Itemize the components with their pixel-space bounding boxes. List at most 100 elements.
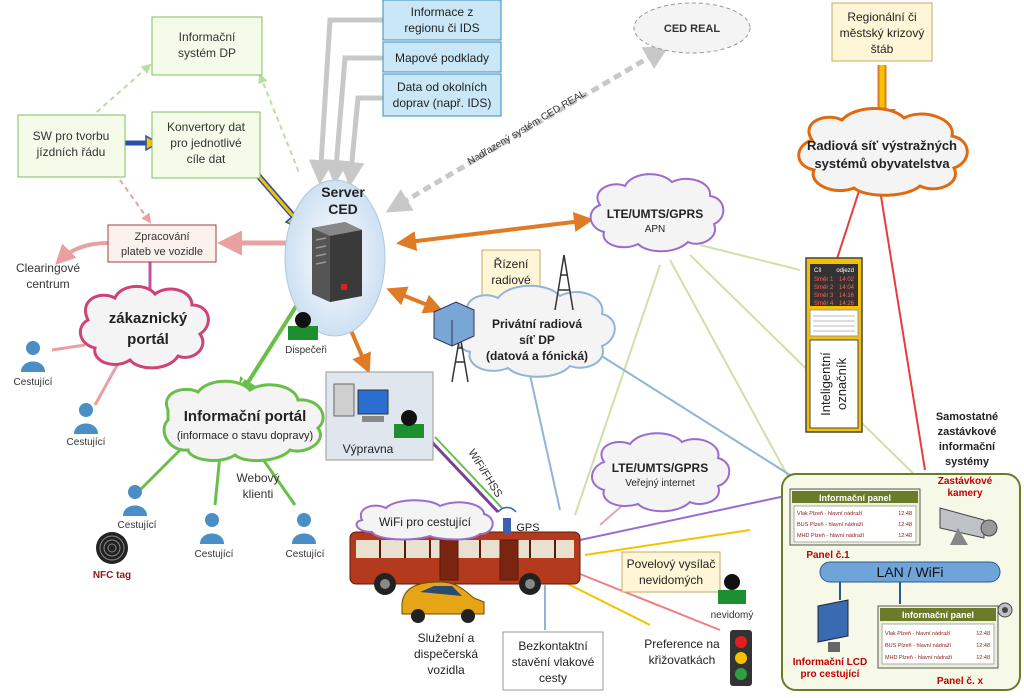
svg-text:(datová a fónická): (datová a fónická) [486,349,588,363]
svg-text:14:04: 14:04 [839,285,855,291]
svg-text:Inteligentní: Inteligentní [818,352,833,416]
svg-text:městský krizový: městský krizový [840,26,925,40]
gps-antenna-icon: GPS [497,506,540,534]
traffic-light-icon [730,630,752,686]
svg-text:zastávkové: zastávkové [938,426,997,438]
private-radio-cloud: Privátní radiová síť DP (datová a fónick… [455,284,616,378]
svg-text:Cestující: Cestující [67,437,106,448]
svg-text:odjezd: odjezd [836,268,854,274]
svg-text:Samostatné: Samostatné [936,411,998,423]
svg-text:centrum: centrum [26,277,69,291]
svg-text:Služební a: Služební a [418,631,475,645]
info-system-dp-box: Informační systém DP [151,16,263,76]
passenger-5: Cestující [286,513,325,560]
svg-text:Povelový vysílač: Povelový vysílač [627,557,716,571]
svg-text:12:48: 12:48 [898,522,912,528]
wifi-fhss-label: WiFi/FHSS [465,447,504,499]
wifi-passengers-cloud: WiFi pro cestující [355,499,494,541]
info-system-dp-line1: Informační [179,30,236,44]
svg-text:systémů obyvatelstva: systémů obyvatelstva [814,156,950,171]
svg-text:CED: CED [328,201,358,217]
lte-apn-cloud: LTE/UMTS/GPRS APN [589,173,725,253]
svg-text:Cestující: Cestující [118,520,157,531]
svg-text:Konvertory dat: Konvertory dat [167,120,246,134]
passenger-2: Cestující [67,403,106,448]
info-panel-x: Informační panel Vlak Plzeň - hlavní nád… [877,605,999,687]
depot-box: Výpravna [325,371,434,461]
clearing-center-label: Clearingové centrum [16,261,80,291]
radio-server-icon [433,301,475,347]
top-box-maps: Mapové podklady [382,41,502,73]
svg-text:dispečerská: dispečerská [414,647,478,661]
svg-text:nevidomý: nevidomý [711,610,754,621]
svg-text:LAN / WiFi: LAN / WiFi [877,564,944,580]
svg-text:systémy: systémy [945,456,990,468]
svg-text:Zpracování: Zpracování [134,231,189,243]
svg-text:Cestující: Cestující [14,377,53,388]
svg-text:(informace o stavu dopravy): (informace o stavu dopravy) [177,430,313,442]
svg-text:12:48: 12:48 [976,631,990,637]
svg-text:12:48: 12:48 [898,511,912,517]
sw-timetable-box: SW pro tvorbu jízdních řádu [17,114,126,178]
bus-icon [349,531,581,595]
svg-text:cíle dat: cíle dat [187,152,226,166]
svg-text:12:48: 12:48 [976,655,990,661]
svg-text:Mapové podklady: Mapové podklady [395,51,489,65]
svg-text:14:26: 14:26 [839,301,855,307]
svg-text:Informace z: Informace z [411,5,474,19]
lte-public-cloud: LTE/UMTS/GPRS Veřejný internet [591,432,731,513]
svg-text:Privátní radiová: Privátní radiová [492,317,582,331]
antenna-tower-icon [451,254,574,383]
svg-text:12:48: 12:48 [898,533,912,539]
stop-systems-group: Zastávkové kamery Informační panel Vlak … [781,473,1021,691]
svg-text:doprav (např. IDS): doprav (např. IDS) [393,96,492,110]
info-system-dp-line2: systém DP [178,46,236,60]
svg-text:jízdních řádu: jízdních řádu [36,145,106,159]
svg-text:LTE/UMTS/GPRS: LTE/UMTS/GPRS [607,207,703,221]
svg-text:pro cestující: pro cestující [801,669,861,680]
top-box-neighbor-data: Data od okolních doprav (např. IDS) [382,73,502,117]
svg-text:Data od okolních: Data od okolních [397,80,487,94]
svg-text:Radiová síť výstražných: Radiová síť výstražných [807,138,957,153]
svg-text:Cestující: Cestující [195,549,234,560]
svg-text:12:48: 12:48 [976,643,990,649]
server-icon [312,222,362,302]
svg-text:cesty: cesty [539,671,567,685]
svg-text:plateb ve vozidle: plateb ve vozidle [121,246,203,258]
web-clients-label: Webový klienti [236,471,279,501]
svg-text:Směr 1: Směr 1 [814,277,834,283]
passenger-4: Cestující [195,513,234,560]
svg-text:regionu či IDS: regionu či IDS [404,21,479,35]
svg-text:štáb: štáb [871,42,894,56]
converters-box: Konvertory dat pro jednotlivé cíle dat [151,111,261,179]
lcd-monitor-icon [817,599,849,652]
service-vehicles-label: Služební a dispečerská vozidla [414,631,478,677]
svg-text:Dispečeři: Dispečeři [285,345,327,356]
svg-text:WiFi pro cestující: WiFi pro cestující [379,515,472,529]
svg-text:Bezkontaktní: Bezkontaktní [518,639,588,653]
blind-person: nevidomý [711,574,754,621]
svg-text:křižovatkách: křižovatkách [649,653,716,667]
svg-text:14:02: 14:02 [839,277,855,283]
standalone-systems-label: Samostatné zastávkové informační systémy [936,411,998,468]
passenger-3: Cestující [118,485,157,531]
svg-text:Panel č. x: Panel č. x [937,676,984,687]
info-panel-1: Informační panel Vlak Plzeň - hlavní nád… [789,488,921,561]
customer-portal-cloud: zákaznický portál [78,285,210,370]
svg-text:označník: označník [834,357,849,410]
warning-network-cloud: Radiová síť výstražných systémů obyvatel… [797,106,969,197]
svg-text:Regionální či: Regionální či [847,10,916,24]
svg-text:Informační panel: Informační panel [819,493,891,503]
camera-icon [939,507,998,545]
payment-processing-box: Zpracování plateb ve vozidle [107,224,217,263]
svg-text:MHD Plzeň - hlavní nádraží: MHD Plzeň - hlavní nádraží [797,533,865,539]
svg-text:NFC tag: NFC tag [93,570,131,581]
svg-text:Směr 4: Směr 4 [814,301,834,307]
svg-text:APN: APN [645,224,666,235]
svg-text:MHD Plzeň - hlavní nádraží: MHD Plzeň - hlavní nádraží [885,655,953,661]
svg-text:kamery: kamery [947,488,982,499]
svg-text:vozidla: vozidla [427,663,465,677]
svg-text:14:16: 14:16 [839,293,855,299]
